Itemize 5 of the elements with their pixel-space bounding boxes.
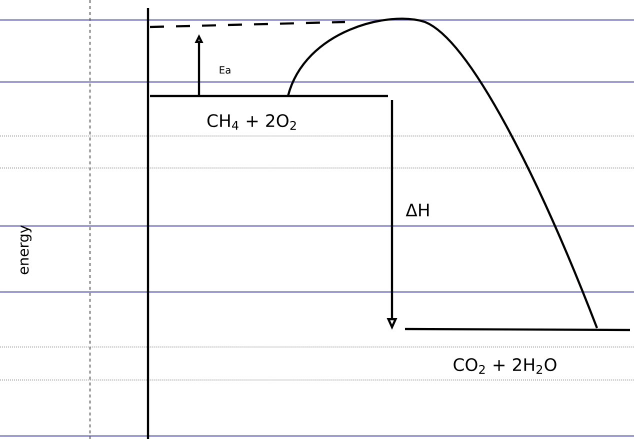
formula-label: CH$_{4}$ + 2O$_{2}$ bbox=[207, 114, 296, 130]
energy-label: ΔH bbox=[406, 204, 429, 216]
formula-label: CO$_{2}$ + 2H$_{2}$O bbox=[454, 358, 556, 374]
energy-label: Ea bbox=[220, 66, 230, 74]
axis-label: energy bbox=[20, 225, 32, 274]
